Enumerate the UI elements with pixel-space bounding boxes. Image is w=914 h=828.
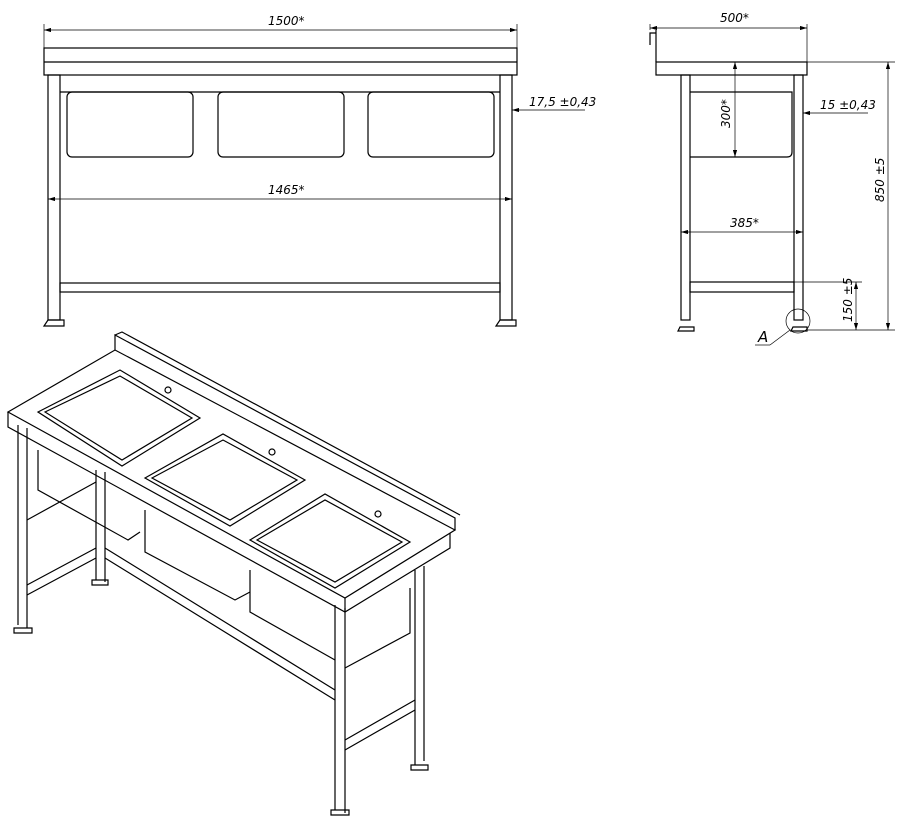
- dim-300: 300*: [719, 99, 733, 128]
- detail-circle: [785, 308, 811, 334]
- dim-385: 385*: [730, 216, 759, 230]
- side-view: 500* 300* 15 ±0,43 385* 850 ±5 150 ±5 A: [649, 11, 895, 346]
- dim-1500: 1500*: [268, 14, 305, 28]
- detail-label-a: A: [757, 328, 768, 346]
- dim-15: 15 ±0,43: [820, 98, 876, 112]
- dim-17-5: 17,5 ±0,43: [529, 95, 596, 109]
- isometric-view: [6, 331, 461, 816]
- front-view: 1500* 1465* 17,5 ±0,43: [42, 14, 596, 327]
- dim-500: 500*: [720, 11, 749, 25]
- dim-1465: 1465*: [268, 183, 305, 197]
- dim-150: 150 ±5: [841, 278, 855, 322]
- dim-850: 850 ±5: [873, 158, 887, 202]
